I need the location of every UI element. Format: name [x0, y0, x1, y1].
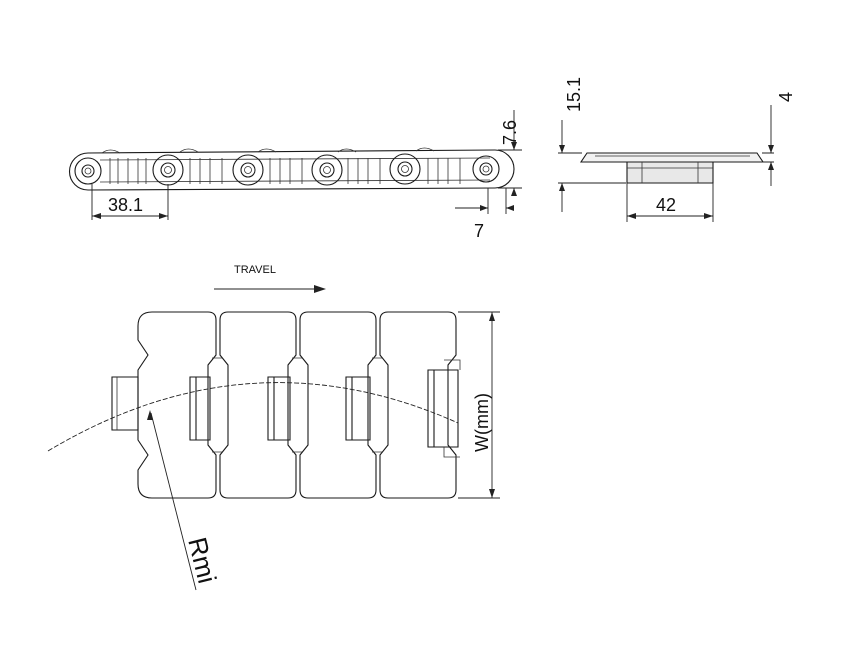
height-dimension-label: 7.6: [500, 120, 520, 145]
top-view: TRAVEL Rmi: [47, 264, 500, 591]
chain-link-plate: [219, 311, 297, 499]
plate-thickness-dimension-label: 4: [776, 92, 796, 102]
radius-label: Rmi: [182, 534, 222, 586]
hub-width-dimension-label: 42: [656, 195, 676, 215]
link-hub: [472, 155, 500, 183]
travel-arrow-icon: [214, 285, 326, 293]
end-view: 15.1 4 42: [558, 77, 796, 222]
link-hub: [74, 157, 102, 185]
link-hub: [389, 153, 421, 185]
side-view: 38.1 7.6 7: [69, 110, 522, 241]
link-hub: [311, 154, 343, 186]
width-dimension-label: W(mm): [472, 393, 492, 452]
total-height-dimension-label: 15.1: [564, 77, 584, 112]
pitch-dimension-label: 38.1: [108, 195, 143, 215]
end-dimension-label: 7: [474, 221, 484, 241]
chain-link-plate: [299, 311, 377, 499]
link-hub: [232, 154, 264, 186]
travel-label: TRAVEL: [234, 264, 276, 276]
chain-link-plate: [137, 311, 217, 499]
chain-link-plate: [379, 311, 457, 499]
